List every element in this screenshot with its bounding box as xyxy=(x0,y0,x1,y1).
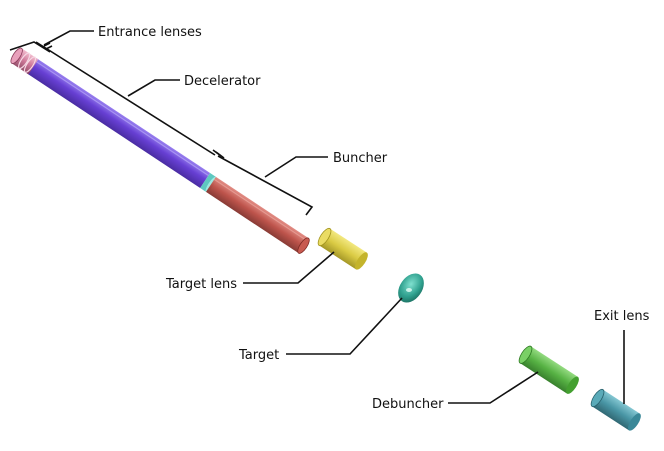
decelerator-tube xyxy=(26,58,211,189)
decelerator-leader xyxy=(127,79,180,97)
buncher-bracket xyxy=(217,155,314,216)
target-leader xyxy=(286,297,403,355)
decelerator-label: Decelerator xyxy=(184,74,261,89)
exit-lens-label: Exit lens xyxy=(594,309,650,324)
debuncher-label: Debuncher xyxy=(372,397,444,412)
entrance-lenses xyxy=(10,47,39,75)
target-label: Target xyxy=(238,348,279,363)
target-disc xyxy=(398,273,424,303)
target-lens-label: Target lens xyxy=(165,277,237,292)
entrance-lenses-label: Entrance lenses xyxy=(98,25,202,40)
target-lens-cylinder xyxy=(317,227,368,270)
target-lens-leader xyxy=(243,251,335,284)
debuncher-leader xyxy=(448,371,539,404)
buncher-leader xyxy=(264,156,328,178)
exit-lens-cylinder xyxy=(590,388,641,431)
decelerator-bracket xyxy=(35,41,225,159)
buncher-tube xyxy=(205,176,310,254)
debuncher-cylinder xyxy=(518,345,579,394)
entrance-lenses-leader xyxy=(43,30,94,46)
buncher-label: Buncher xyxy=(333,151,388,166)
